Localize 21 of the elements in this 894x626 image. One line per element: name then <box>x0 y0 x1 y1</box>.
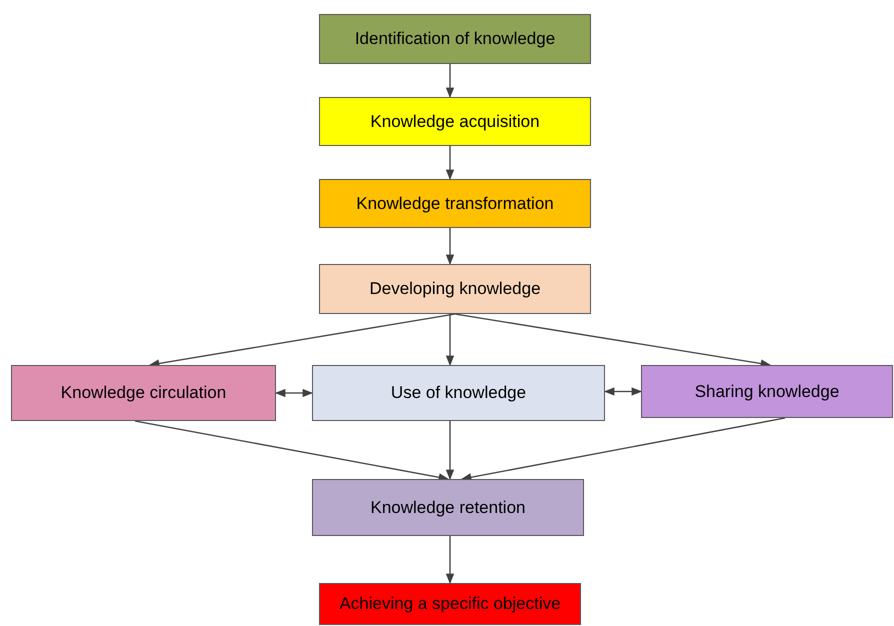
arrow <box>274 388 314 398</box>
process-box: Identification of knowledge <box>319 14 591 64</box>
arrow <box>148 313 456 368</box>
process-box: Sharing knowledge <box>641 365 893 418</box>
arrow <box>446 536 454 584</box>
arrow <box>446 64 454 98</box>
process-box: Use of knowledge <box>312 365 605 421</box>
arrow <box>446 228 454 266</box>
arrow <box>460 417 786 482</box>
process-box: Developing knowledge <box>319 264 591 314</box>
arrow <box>134 420 450 482</box>
arrow <box>454 313 772 368</box>
process-box: Knowledge transformation <box>319 179 591 228</box>
process-box: Achieving a specific objective <box>319 583 581 625</box>
arrow <box>446 421 454 480</box>
process-box: Knowledge circulation <box>11 365 276 421</box>
arrow <box>446 314 454 366</box>
process-box: Knowledge retention <box>312 479 584 536</box>
arrow <box>604 387 642 396</box>
arrow <box>446 146 454 180</box>
process-box: Knowledge acquisition <box>319 97 591 146</box>
